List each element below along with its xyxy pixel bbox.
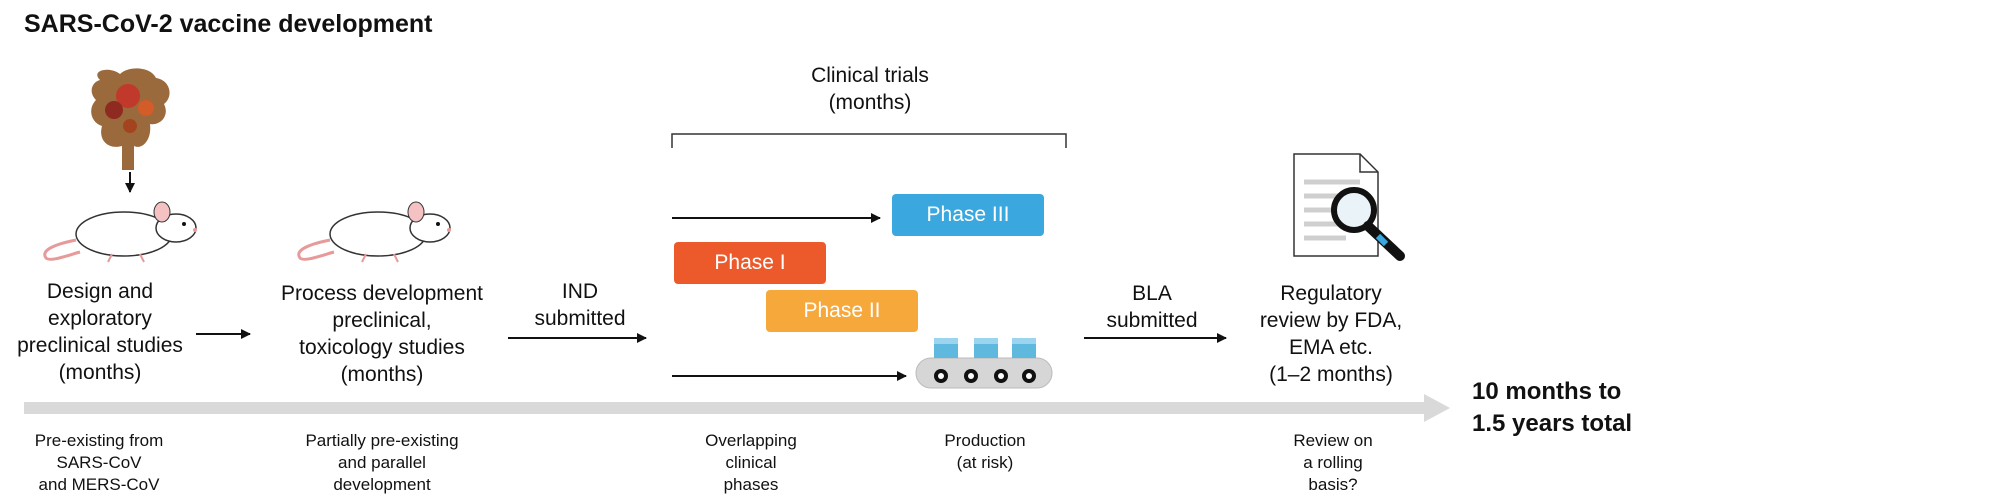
mouse-icon xyxy=(43,201,197,263)
timeline-arrow xyxy=(24,394,1450,422)
note-overlapping-phases: Overlapping clinical phases xyxy=(705,431,797,494)
stage-regulatory-review: Regulatory review by FDA, EMA etc. (1–2 … xyxy=(1259,282,1403,386)
stage-process-development: Process development preclinical, toxicol… xyxy=(281,282,483,386)
note-production: Production (at risk) xyxy=(944,431,1026,472)
phase-2-box: Phase II xyxy=(766,290,918,332)
stage-bla-submitted: BLA submitted xyxy=(1106,282,1198,332)
phase-1-box: Phase I xyxy=(674,242,826,284)
phase-3-box: Phase III xyxy=(892,194,1044,236)
page-title: SARS-CoV-2 vaccine development xyxy=(24,10,433,38)
clinical-trials-label: Clinical trials (months) xyxy=(811,64,929,114)
mouse-icon xyxy=(297,201,451,263)
note-partially-pre-existing: Partially pre-existing and parallel deve… xyxy=(305,431,459,494)
stage-ind-submitted: IND submitted xyxy=(534,280,626,330)
conveyor-belt-icon xyxy=(915,338,1053,389)
clinical-trials-bracket xyxy=(671,133,1067,148)
note-rolling-review: Review on a rolling basis? xyxy=(1293,431,1373,494)
total-duration: 10 months to 1.5 years total xyxy=(1472,378,1633,437)
note-pre-existing: Pre-existing from SARS-CoV and MERS-CoV xyxy=(34,431,164,494)
document-magnifier-icon xyxy=(1293,153,1405,261)
stage-design: Design and exploratory preclinical studi… xyxy=(17,280,183,384)
spike-protein-icon xyxy=(91,68,170,170)
